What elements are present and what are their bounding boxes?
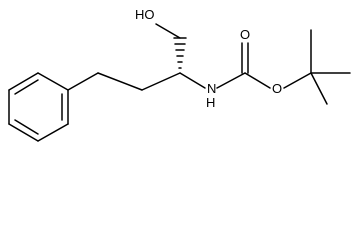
n-carbonyl-bond bbox=[216, 72, 246, 89]
stereo-hash-bond bbox=[173, 37, 187, 69]
nitrogen-hydrogen-label: H bbox=[206, 95, 215, 110]
tbutyl-bond bbox=[310, 72, 328, 105]
ring-bond bbox=[8, 123, 39, 142]
nitrogen-label: N bbox=[207, 81, 216, 96]
ester-oxygen-label: O bbox=[272, 81, 282, 96]
ring-bond bbox=[8, 72, 39, 91]
hydroxyl-label: HO bbox=[135, 7, 155, 22]
ester-bond bbox=[244, 72, 271, 89]
chain-bond bbox=[141, 72, 181, 91]
hydroxymethyl-bond bbox=[155, 23, 181, 39]
ring-double-bond bbox=[14, 119, 39, 135]
molecule-structure: HO N H O O bbox=[8, 7, 351, 142]
phenyl-ring bbox=[8, 72, 69, 142]
carbonyl-oxygen-label: O bbox=[240, 27, 250, 42]
chain-bond bbox=[97, 72, 143, 91]
ring-bond bbox=[37, 72, 69, 91]
benzyl-bond bbox=[67, 72, 99, 91]
ring-double-bond bbox=[14, 79, 39, 95]
ring-bond bbox=[37, 123, 69, 142]
ester-bond bbox=[283, 72, 312, 89]
c-n-bond bbox=[179, 72, 206, 89]
